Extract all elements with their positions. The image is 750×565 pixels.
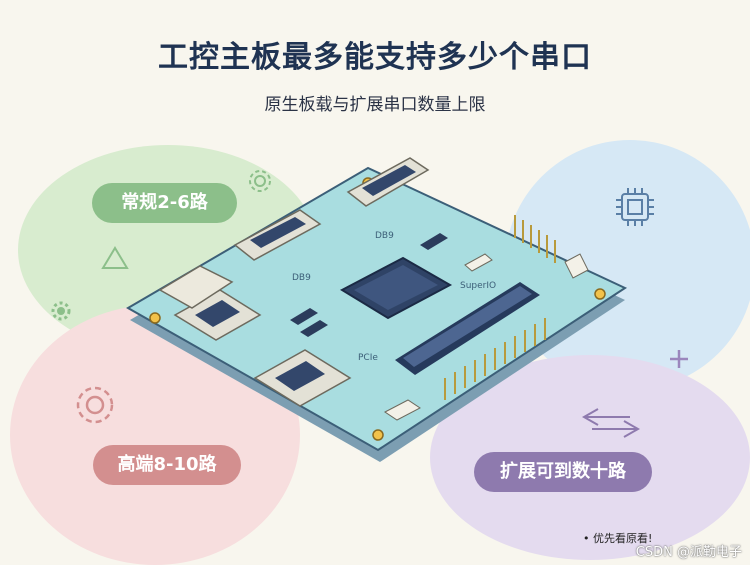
- watermark: CSDN @派勤电子: [635, 545, 742, 560]
- db9-connector-front: [253, 349, 352, 407]
- db9-connector-top: [346, 157, 430, 207]
- page-subtitle: 原生板载与扩展串口数量上限: [264, 95, 486, 115]
- footer-note: • 优先看原看!: [583, 532, 653, 545]
- usb-port: [158, 265, 234, 309]
- page-title: 工控主板最多能支持多少个串口: [158, 40, 592, 75]
- gear-icon: [249, 170, 271, 192]
- small-ics: [290, 233, 448, 337]
- chip-icon: [616, 188, 654, 226]
- silk-db9-top: DB9: [375, 231, 394, 241]
- label-expansion-ports: 扩展可到数十路: [474, 452, 652, 492]
- silk-db9-mid: DB9: [292, 273, 311, 283]
- pin-headers: [444, 215, 556, 400]
- cpu-chip: [339, 256, 453, 320]
- label-common-ports: 常规2-6路: [92, 183, 237, 223]
- expansion-slot: [395, 282, 540, 375]
- motherboard-illustration: DB9 DB9 SuperIO PCIe: [125, 157, 628, 462]
- label-high-end-ports: 高端8-10路: [93, 445, 241, 485]
- silk-pcie: PCIe: [358, 353, 378, 363]
- triangle-icon: [101, 246, 129, 269]
- gear-icon: [76, 386, 114, 424]
- db9-connector-mid: [233, 209, 322, 261]
- silk-superio: SuperIO: [460, 281, 496, 291]
- double-arrow-icon: [581, 408, 641, 438]
- plus-icon: [670, 350, 688, 368]
- gear-icon: [51, 301, 71, 321]
